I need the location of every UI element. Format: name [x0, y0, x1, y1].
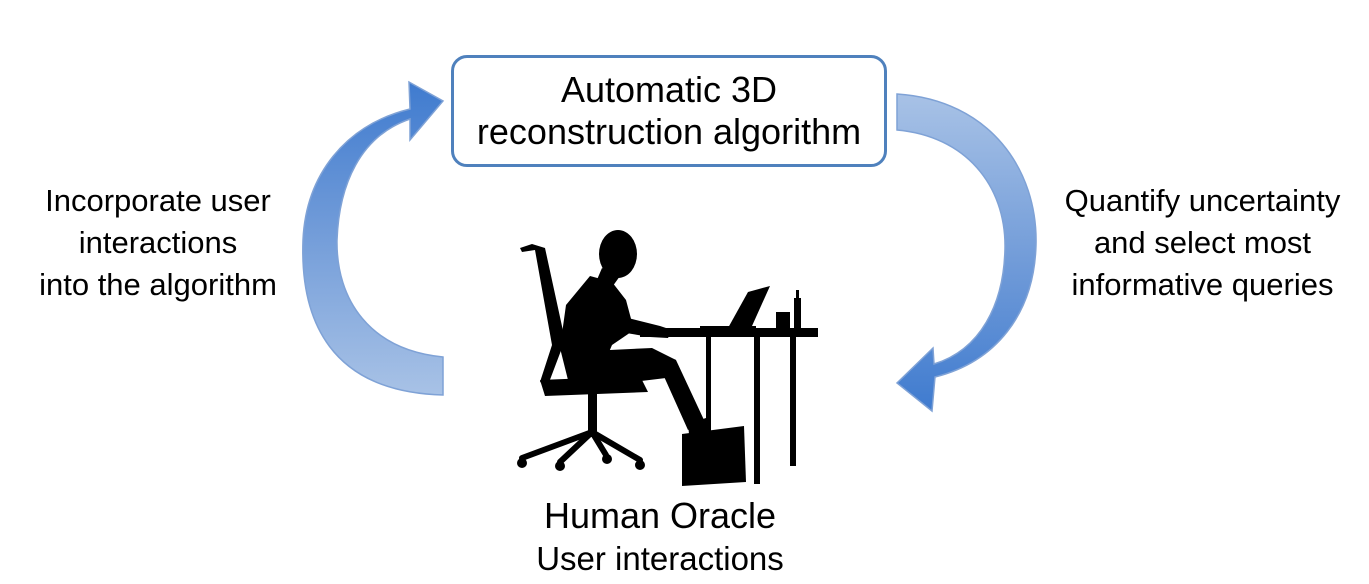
left-label-line3: into the algorithm [39, 267, 277, 302]
person-at-desk-icon [517, 230, 818, 486]
right-label-line2: and select most [1093, 225, 1312, 260]
user-interactions-subtitle: User interactions [536, 540, 784, 577]
human-oracle-label: Human Oracle User interactions [460, 494, 860, 580]
curved-arrow-up-icon [302, 80, 445, 396]
left-label-line1: Incorporate user [45, 183, 271, 218]
quantify-uncertainty-label: Quantify uncertainty and select most inf… [1040, 180, 1365, 306]
human-oracle-title: Human Oracle [543, 495, 777, 536]
algorithm-box: Automatic 3D reconstruction algorithm [451, 55, 887, 167]
right-label-line3: informative queries [1071, 267, 1334, 302]
curved-arrow-down-icon [895, 93, 1037, 413]
algorithm-box-line1: Automatic 3D [560, 69, 778, 110]
left-label-line2: interactions [78, 225, 238, 260]
right-label-line1: Quantify uncertainty [1064, 183, 1341, 218]
incorporate-interactions-label: Incorporate user interactions into the a… [8, 180, 308, 306]
algorithm-box-line2: reconstruction algorithm [476, 111, 862, 152]
